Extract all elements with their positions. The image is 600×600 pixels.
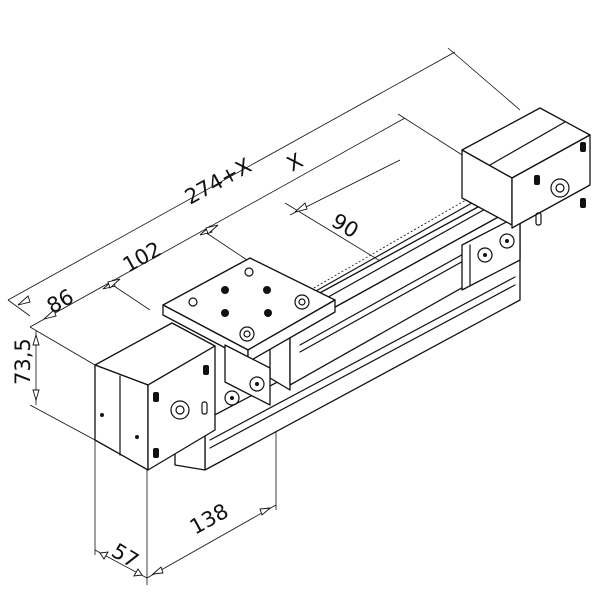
actuator-body	[94, 107, 591, 471]
carriage	[162, 257, 336, 406]
dim-carriage-length: 90	[327, 209, 362, 243]
arrowheads	[17, 202, 308, 577]
left-end-cap	[94, 322, 265, 471]
dim-overall-length: 274+X	[181, 153, 256, 209]
dim-height: 73,5	[11, 338, 35, 385]
dim-carriage-offset: 102	[119, 237, 166, 277]
right-end-cap	[461, 107, 591, 229]
dim-end-cap-length: 86	[43, 284, 78, 318]
dim-stroke: X	[283, 148, 307, 176]
dim-base-width: 57	[107, 539, 142, 573]
